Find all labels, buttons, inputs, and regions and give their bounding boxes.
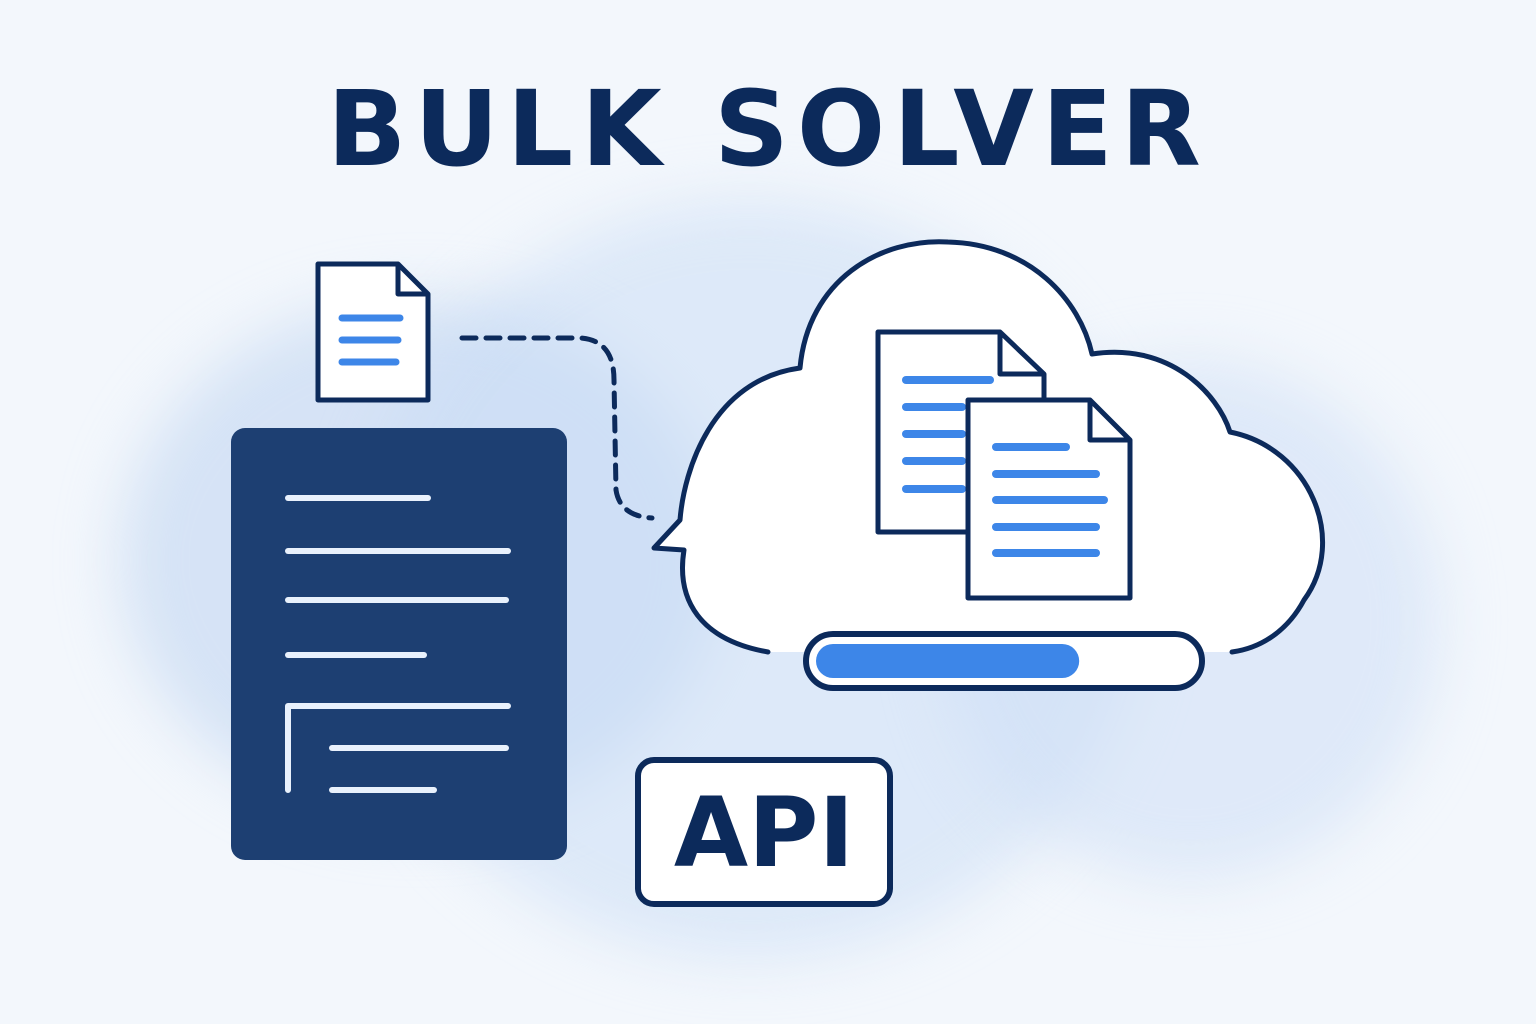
api-badge: API: [635, 757, 893, 907]
dashed-connector-icon: [459, 335, 655, 521]
document-copy-icon: [875, 329, 1133, 601]
document-stack-icon: [231, 428, 567, 860]
page-title: BULK SOLVER: [327, 68, 1209, 190]
api-badge-label: API: [674, 777, 854, 889]
progress-fill: [816, 644, 1080, 678]
document-icon: [315, 261, 431, 403]
upload-progress-bar: [803, 631, 1205, 691]
